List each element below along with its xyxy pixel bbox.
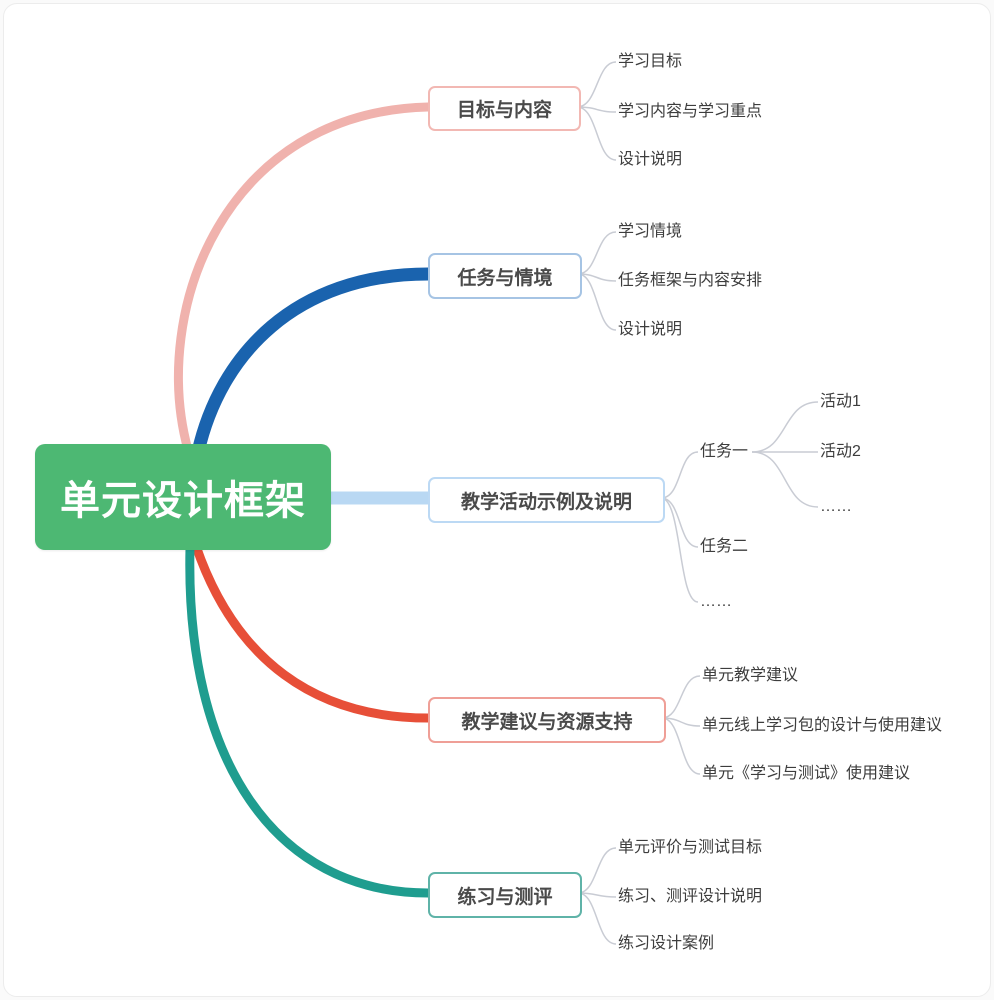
- subtopic-item[interactable]: 学习内容与学习重点: [618, 103, 763, 120]
- branch-box-practice[interactable]: 练习与测评: [428, 872, 582, 918]
- branch-box-tasks[interactable]: 任务与情境: [428, 253, 582, 299]
- subsubtopic-item[interactable]: ……: [820, 498, 852, 515]
- branch-box-activities[interactable]: 教学活动示例及说明: [428, 477, 665, 523]
- subtopic-item[interactable]: 任务二: [700, 538, 749, 555]
- subtopic-item[interactable]: 任务一: [700, 443, 749, 460]
- subsubtopic-item[interactable]: 活动2: [820, 443, 861, 460]
- root-node[interactable]: 单元设计框架: [35, 444, 331, 550]
- branch-box-goals[interactable]: 目标与内容: [428, 86, 581, 131]
- subtopic-item[interactable]: 设计说明: [618, 151, 683, 168]
- subtopic-item[interactable]: 单元评价与测试目标: [618, 839, 763, 856]
- branch-box-suggestions[interactable]: 教学建议与资源支持: [428, 697, 666, 743]
- subtopic-item[interactable]: 任务框架与内容安排: [618, 272, 763, 289]
- subsubtopic-item[interactable]: 活动1: [820, 393, 861, 410]
- subtopic-item[interactable]: ……: [700, 593, 732, 610]
- subtopic-item[interactable]: 学习情境: [618, 223, 683, 240]
- subtopic-item[interactable]: 单元线上学习包的设计与使用建议: [702, 717, 943, 734]
- subtopic-item[interactable]: 练习设计案例: [618, 935, 715, 952]
- subtopic-item[interactable]: 学习目标: [618, 53, 683, 70]
- subtopic-item[interactable]: 练习、测评设计说明: [618, 888, 763, 905]
- subtopic-item[interactable]: 单元《学习与测试》使用建议: [702, 765, 911, 782]
- subtopic-item[interactable]: 设计说明: [618, 321, 683, 338]
- subtopic-item[interactable]: 单元教学建议: [702, 667, 799, 684]
